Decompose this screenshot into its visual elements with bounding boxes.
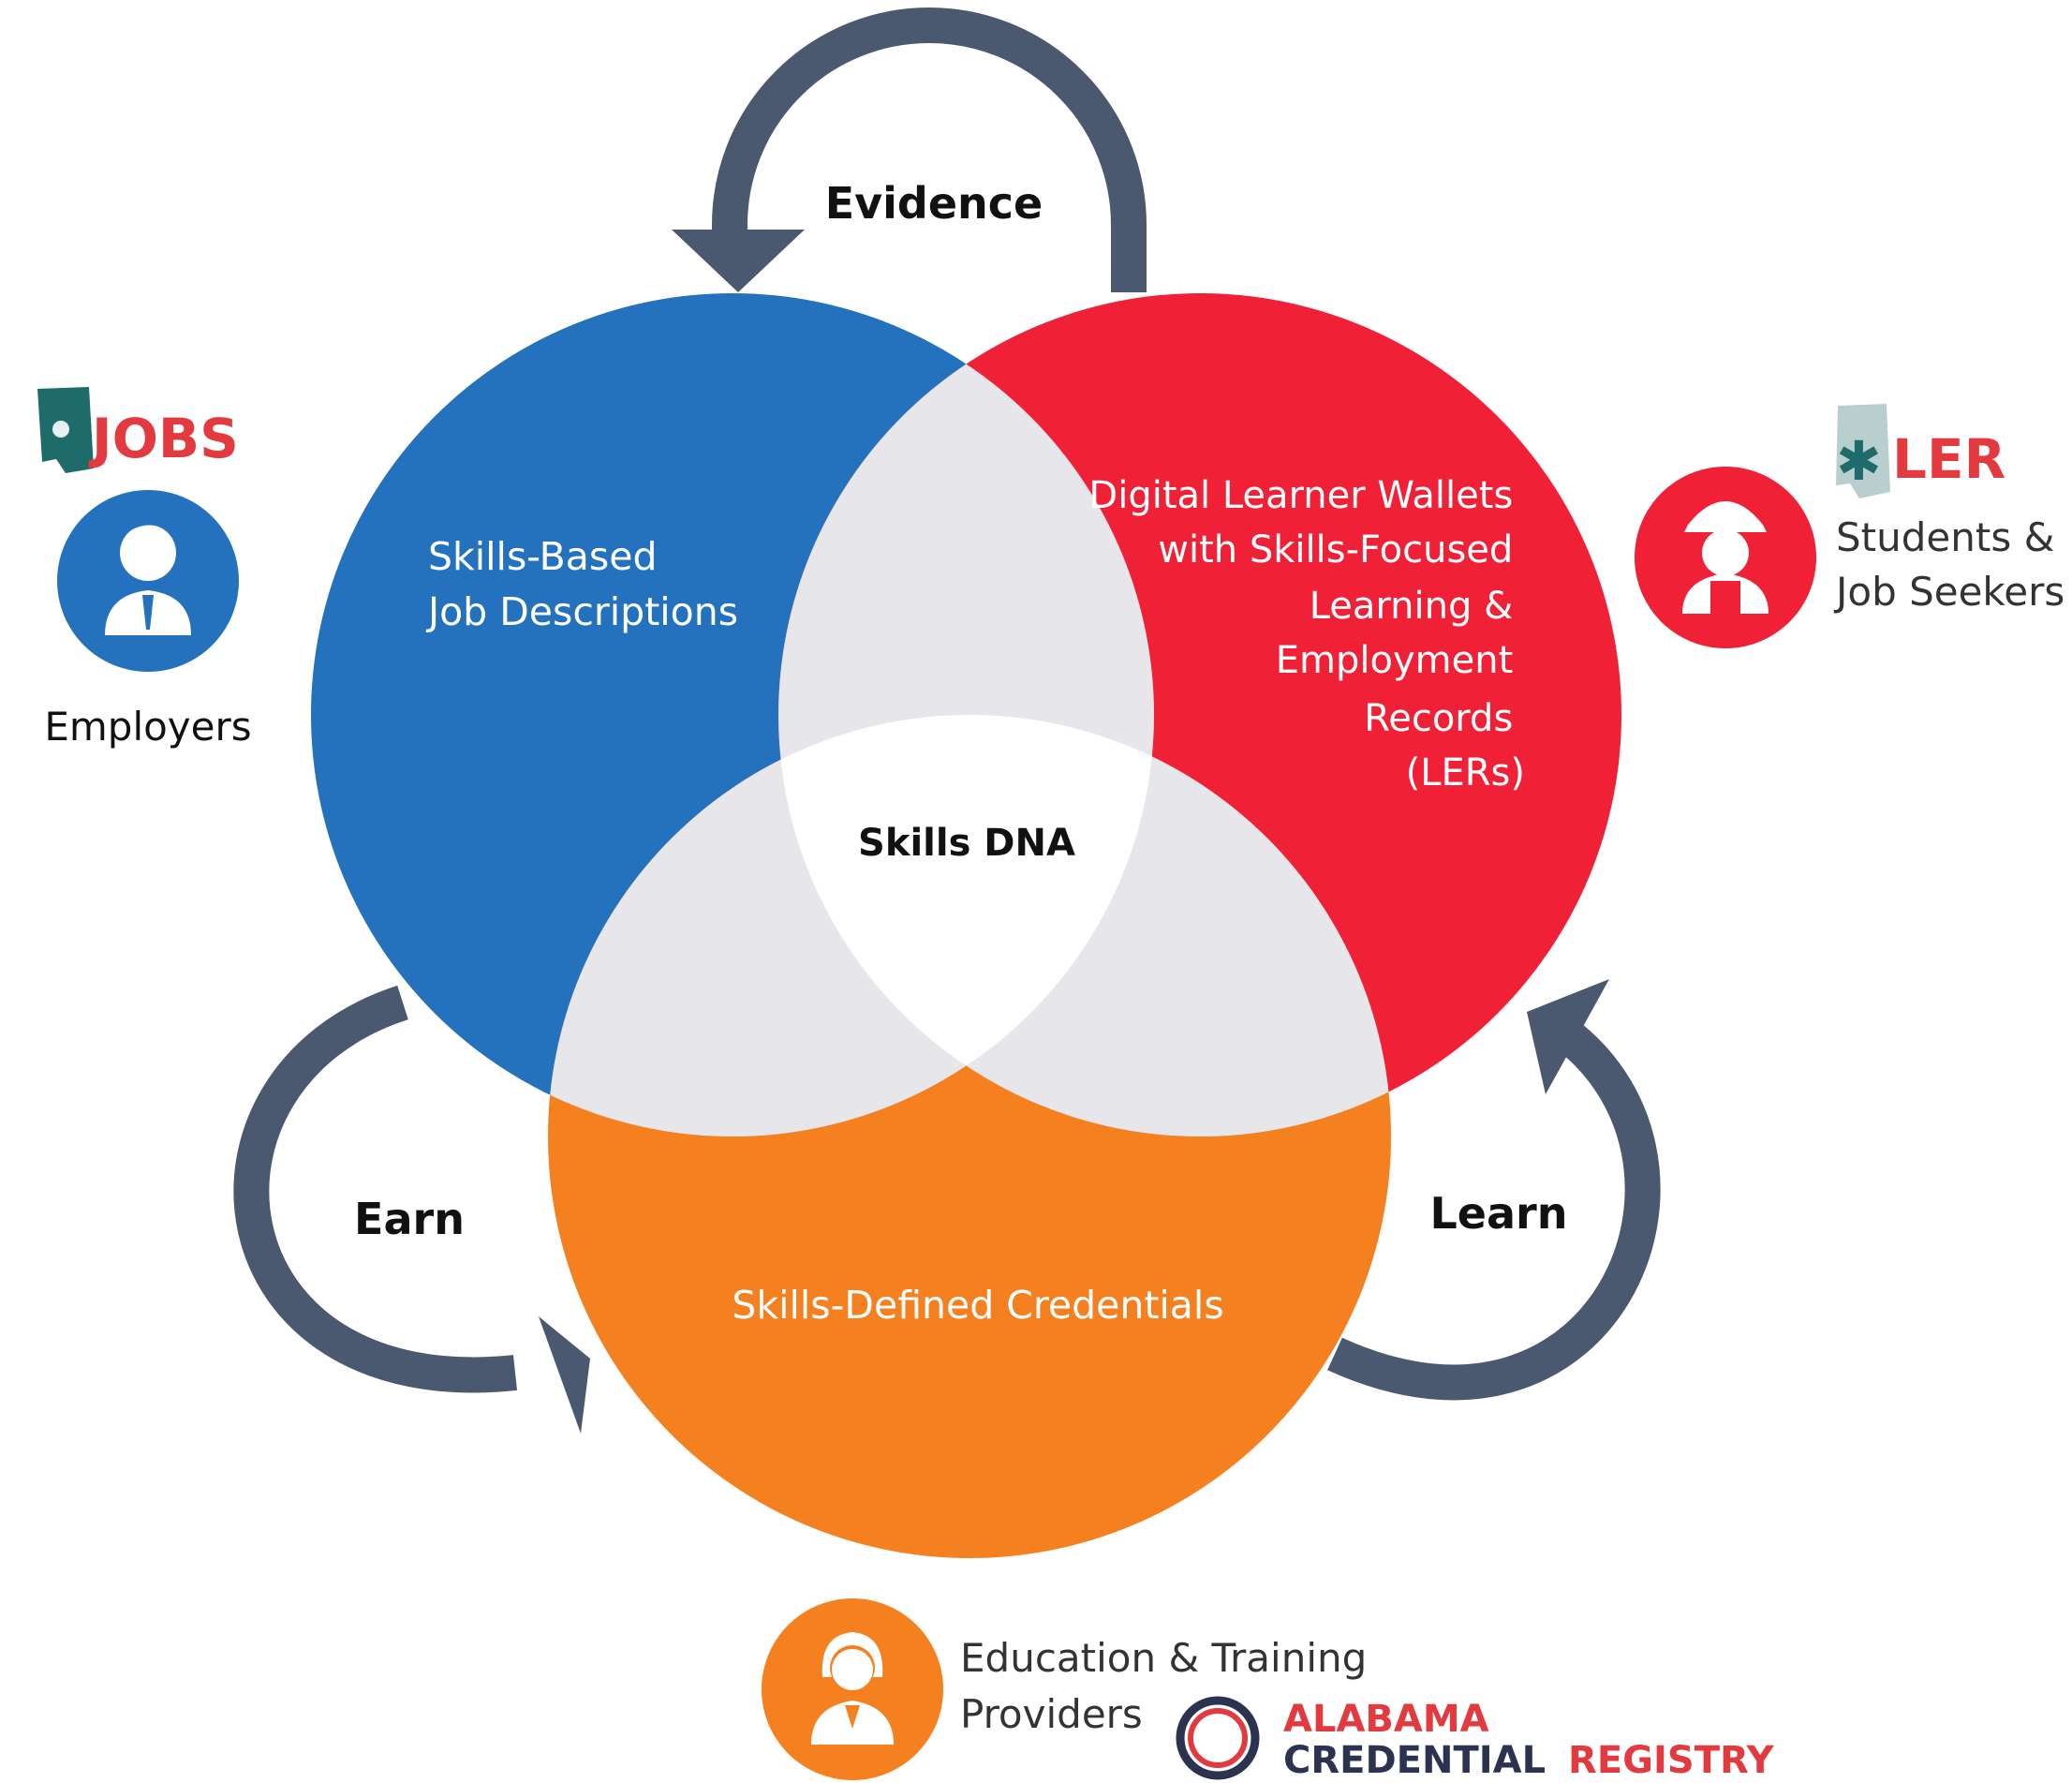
jobs-logo-text: JOBS [88,407,239,470]
employers-label: Employers [44,704,251,750]
red-circle-label: Digital Learner Wallets with Skills-Focu… [1088,474,1525,795]
earn-label: Earn [354,1194,465,1244]
ler-logo-star-icon: ✱ [1836,429,1882,493]
overlap-blue-orange [548,715,1154,1137]
blue-label-line-1: Skills-Based [428,534,658,579]
red-label-line-2: with Skills-Focused [1158,528,1513,572]
earn-arrow [233,985,590,1434]
registry-registry-word: REGISTRY [1568,1739,1775,1782]
alabama-ler-logo: ✱ LER [1836,404,2005,498]
registry-line-2: CREDENTIAL REGISTRY [1283,1739,1775,1782]
red-label-line-4: Employment [1276,639,1514,682]
center-label: Skills DNA [858,822,1075,865]
red-label-line-3: Learning & [1310,585,1514,628]
providers-label-line-2: Providers [960,1691,1143,1737]
blue-label-line-2: Job Descriptions [425,589,738,634]
evidence-label: Evidence [825,178,1043,229]
red-label-line-6: (LERs) [1406,751,1525,795]
students-label: Students & Job Seekers [1833,514,2067,615]
registry-line-1: ALABAMA [1283,1698,1489,1741]
providers-label-line-1: Education & Training [960,1635,1367,1681]
learn-arrow [1327,979,1661,1401]
registry-credential-word: CREDENTIAL [1283,1739,1546,1782]
registry-seal-icon [1176,1696,1260,1780]
blue-circle-label: Skills-Based Job Descriptions [425,534,738,634]
students-label-line-1: Students & [1836,514,2054,560]
alabama-jobs-logo: JOBS [37,387,239,473]
red-label-line-5: Records [1364,697,1513,740]
learn-label: Learn [1430,1188,1568,1239]
overlap-red-orange [778,715,1391,1137]
orange-circle-label: Skills-Defined Credentials [732,1283,1223,1328]
worker-hardhat-icon [1635,467,1816,648]
businessman-icon [57,490,239,672]
ler-logo-text: LER [1892,427,2005,491]
jobs-logo-dot-icon [52,421,69,438]
woman-professional-icon [762,1598,943,1780]
red-label-line-1: Digital Learner Wallets [1088,474,1513,517]
evidence-arrow [672,7,1147,292]
credential-registry-logo: ALABAMA CREDENTIAL REGISTRY [1176,1696,1775,1782]
students-label-line-2: Job Seekers [1833,569,2065,615]
alabama-state-shape-icon [1836,404,1890,498]
providers-label: Education & Training Providers [960,1635,1380,1737]
